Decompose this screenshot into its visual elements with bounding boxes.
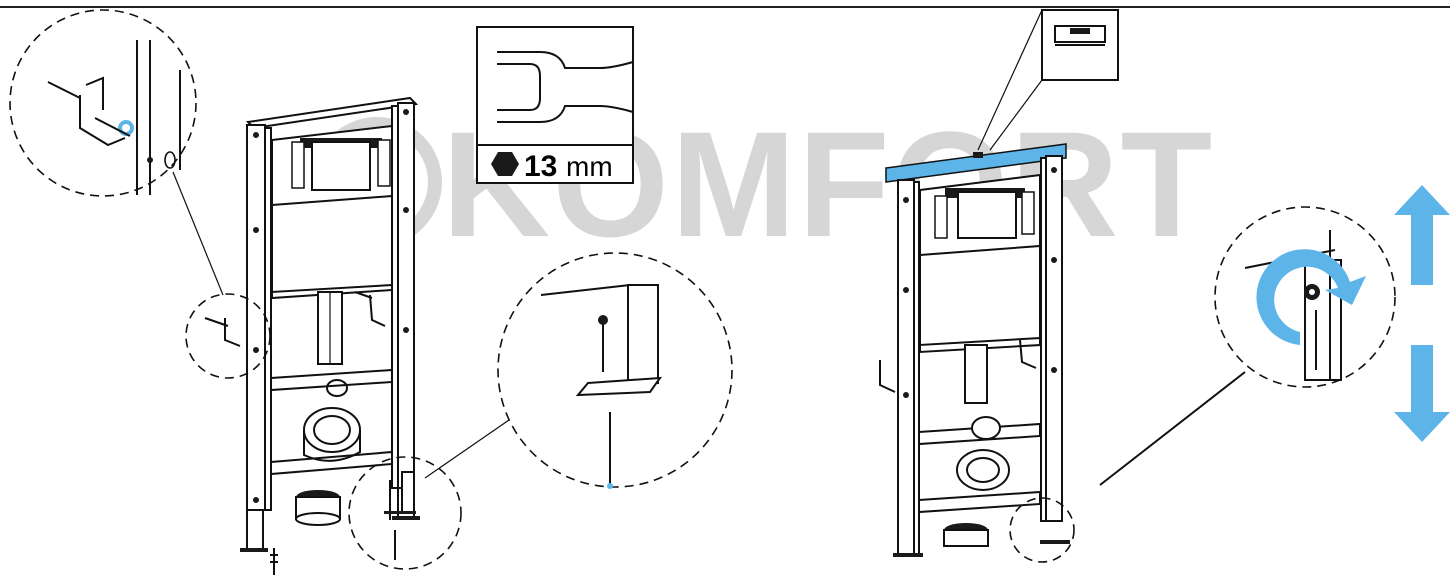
tool-size: 13	[524, 150, 557, 183]
open-end-wrench-icon	[497, 51, 634, 123]
drain-connector	[303, 407, 361, 453]
rotate-clockwise-icon	[1256, 249, 1366, 345]
tool-unit: mm	[566, 151, 613, 182]
right-frame	[879, 143, 1070, 557]
watermark-logo: KOMFORT	[312, 100, 1212, 268]
callout-height-adjust	[1009, 185, 1450, 563]
hexagon-icon	[491, 152, 519, 176]
spirit-level-bar	[885, 143, 1067, 183]
left-frame	[204, 96, 420, 552]
tool-spec-box: 13 mm	[476, 26, 634, 184]
arrow-down-icon	[1394, 345, 1450, 442]
arrow-up-icon	[1394, 185, 1450, 285]
callout-wall-bracket	[9, 9, 271, 379]
floor-anchor-left	[270, 548, 278, 575]
callout-floor-anchor	[348, 252, 733, 570]
callout-level-vial	[977, 9, 1119, 151]
